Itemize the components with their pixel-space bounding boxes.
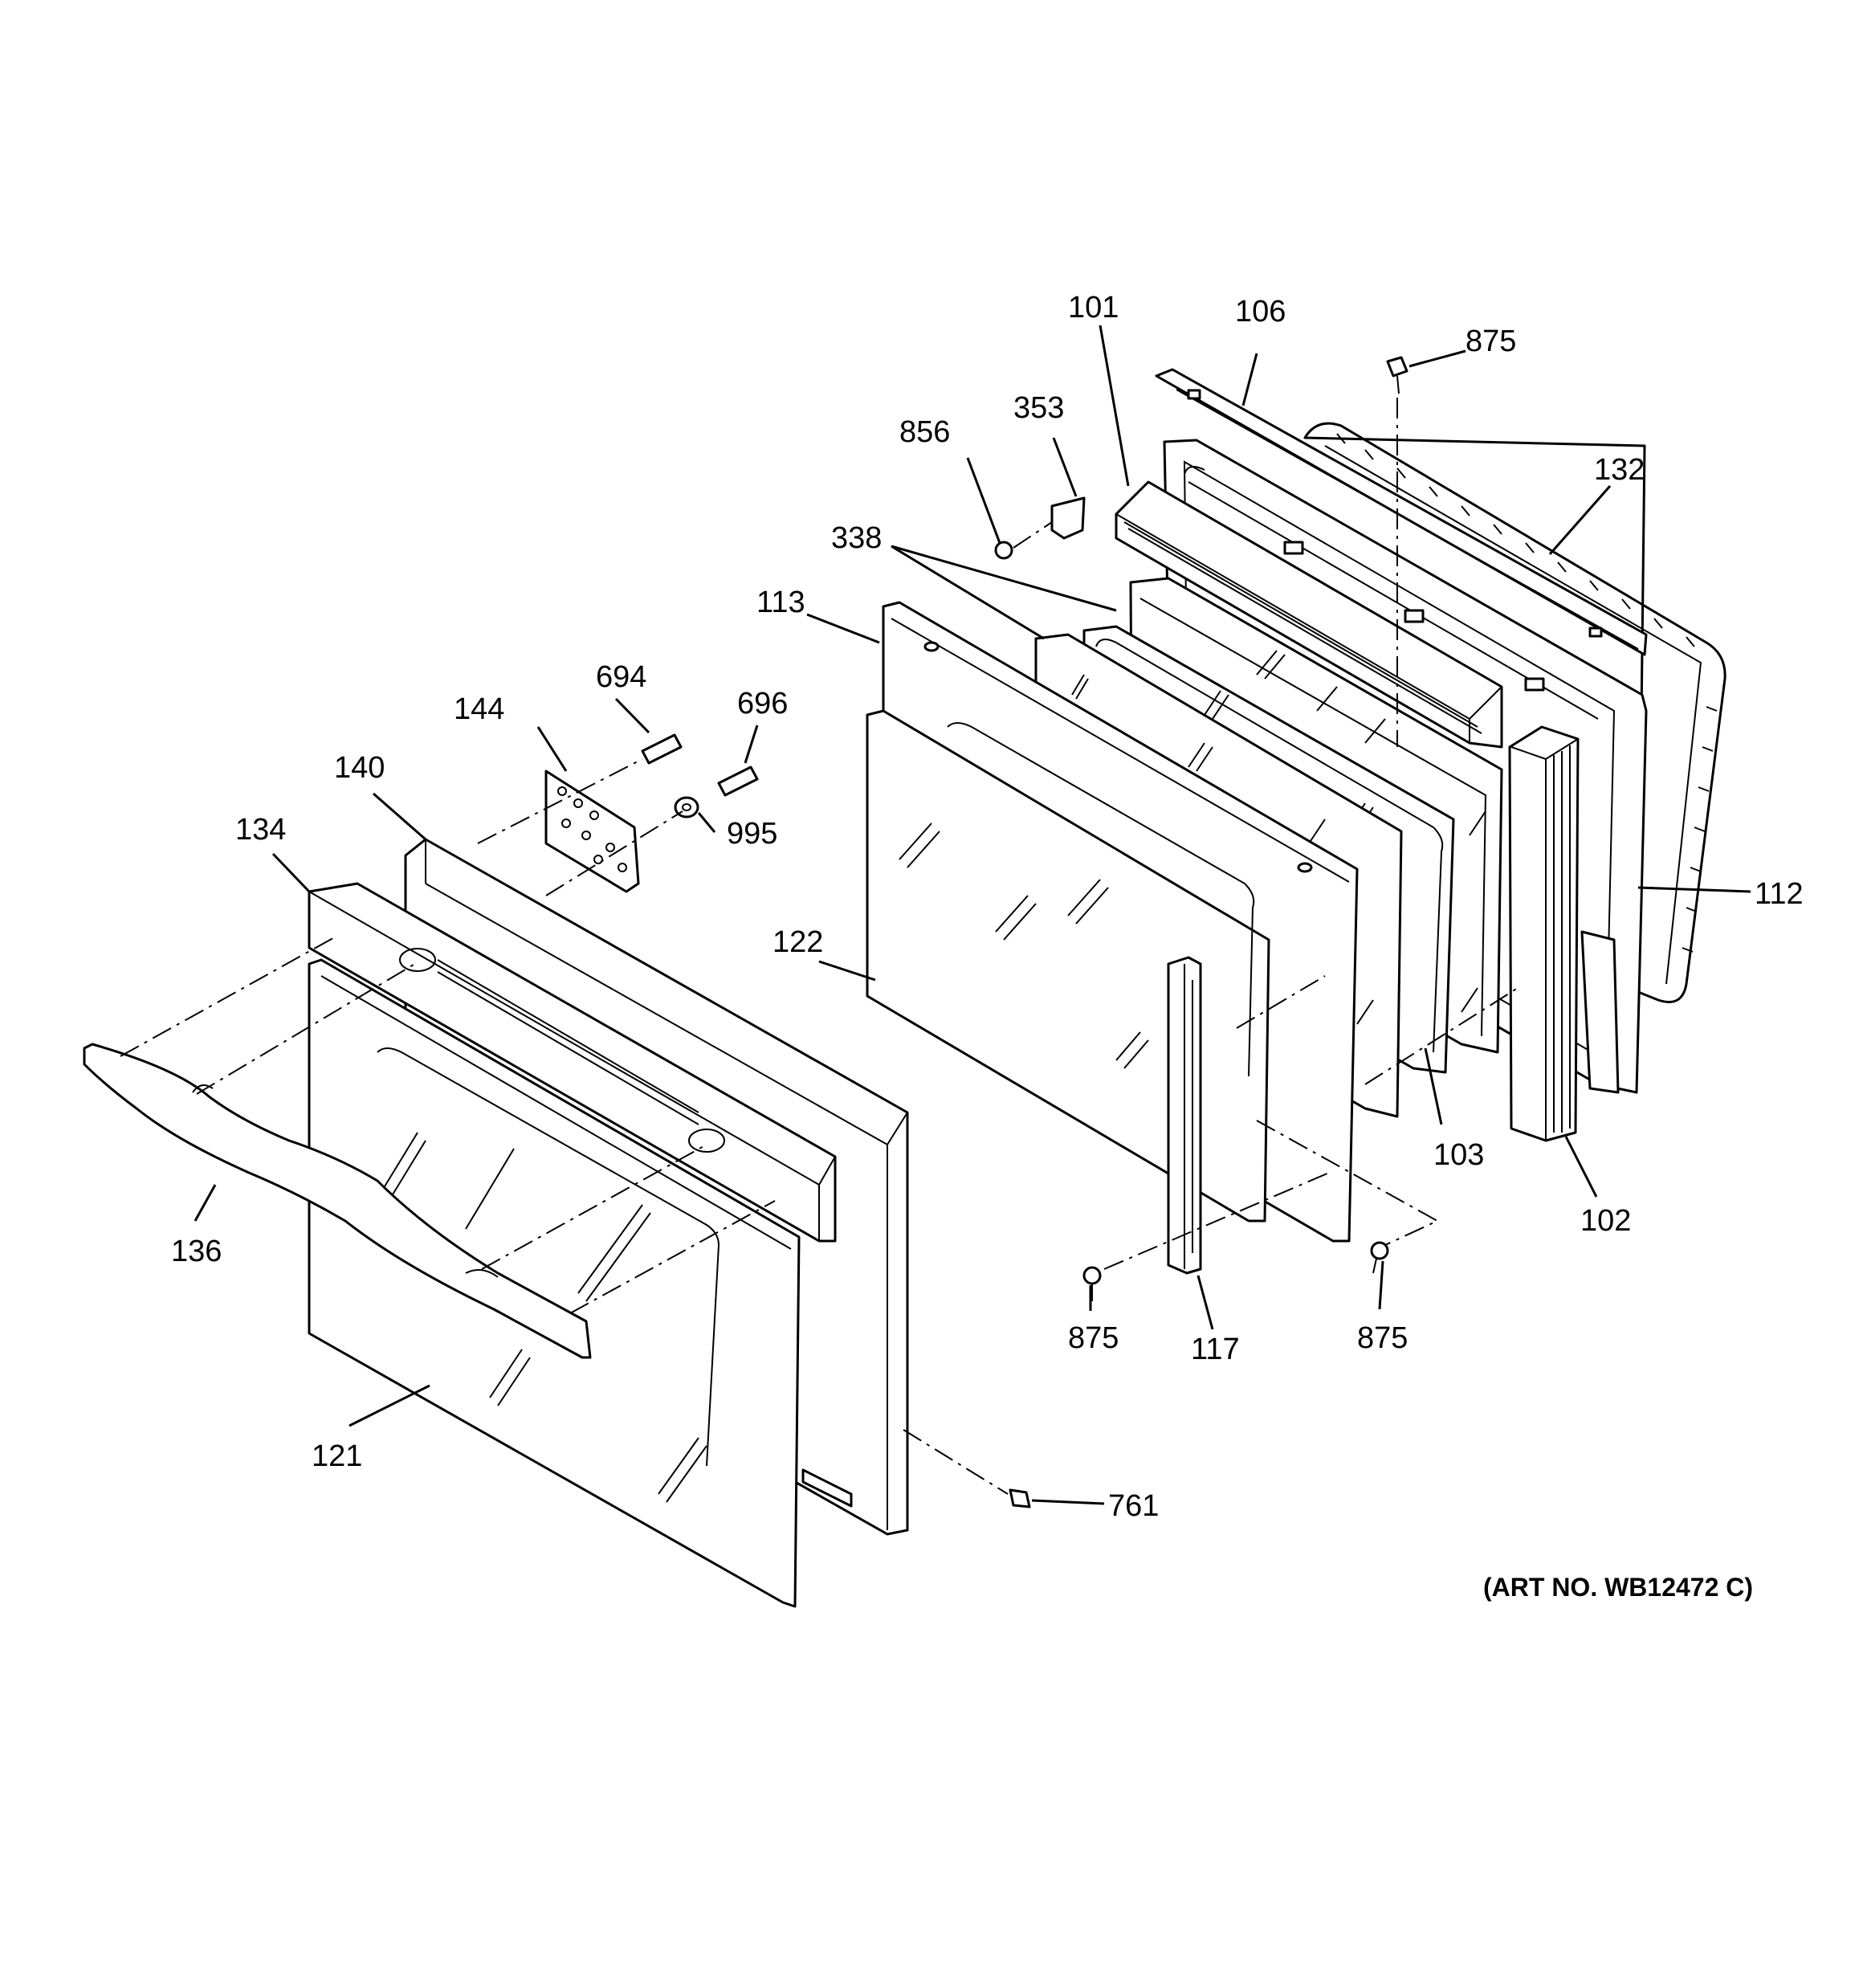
insulation-101 (1115, 480, 1503, 749)
bracket-353 (1050, 496, 1086, 540)
callout-995: 995 (727, 817, 777, 851)
screw-875-top (1386, 356, 1408, 394)
callout-696: 696 (737, 687, 788, 720)
callout-694: 694 (596, 660, 646, 694)
callout-117: 117 (1191, 1333, 1240, 1366)
callout-875-right: 875 (1357, 1321, 1408, 1355)
callout-875-left: 875 (1068, 1321, 1119, 1355)
callout-121: 121 (312, 1439, 362, 1473)
callout-122: 122 (773, 925, 823, 959)
screw-875-left (1082, 1266, 1102, 1301)
screw-761 (1009, 1488, 1031, 1508)
screw-696 (717, 765, 759, 797)
callout-353: 353 (1013, 391, 1064, 425)
art-number: (ART NO. WB12472 C) (1483, 1573, 1753, 1602)
retainer-117 (1167, 956, 1202, 1275)
callout-140: 140 (334, 751, 385, 785)
callout-875-top: 875 (1466, 325, 1516, 358)
screw-875-right (1370, 1241, 1389, 1274)
screw-694 (641, 733, 683, 765)
callout-144: 144 (454, 692, 504, 726)
callout-761: 761 (1108, 1489, 1159, 1523)
callout-103: 103 (1433, 1138, 1484, 1172)
callout-132: 132 (1594, 453, 1645, 487)
hinge-plate-144 (544, 769, 640, 893)
callout-134: 134 (235, 813, 286, 847)
callout-101: 101 (1068, 291, 1119, 325)
callout-856: 856 (899, 415, 950, 449)
screw-856 (994, 541, 1013, 560)
callout-136: 136 (171, 1235, 222, 1268)
callout-113: 113 (756, 586, 805, 619)
callout-102: 102 (1580, 1204, 1631, 1238)
outer-glass-121 (308, 958, 801, 1608)
callout-106: 106 (1235, 295, 1286, 329)
vent-trim-134 (308, 882, 837, 1243)
door-gasket-132 (1303, 422, 1726, 1003)
leader-lines (194, 325, 1751, 1505)
callout-112: 112 (1755, 877, 1804, 911)
hinge-channel-106 (1155, 368, 1648, 656)
callout-338: 338 (831, 521, 882, 555)
insulation-102 (1508, 725, 1580, 1142)
door-handle-136 (83, 1043, 592, 1359)
